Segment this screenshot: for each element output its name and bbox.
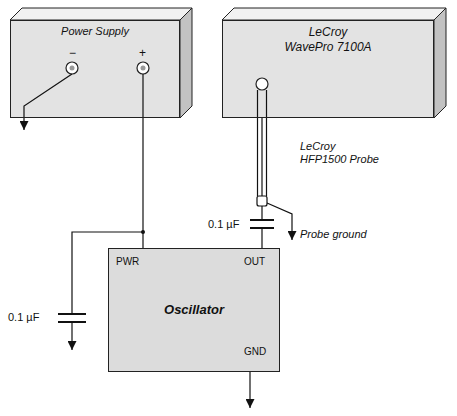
terminal-symbol — [141, 66, 146, 71]
probe-connector — [256, 78, 268, 90]
box-label: Oscillator — [164, 302, 224, 318]
probe-cable — [257, 90, 258, 196]
ground-arrow — [71, 322, 72, 350]
box-label: Power Supply — [61, 25, 129, 39]
oscillator-body — [108, 248, 280, 372]
box-front-face — [10, 20, 180, 118]
box-side-face — [180, 8, 192, 118]
box-side-face — [434, 8, 446, 118]
wire-connector — [142, 118, 143, 248]
instrument-box: Power Supply — [10, 20, 180, 118]
capacitor-value: 0.1 µF — [208, 218, 239, 231]
instrument-box: LeCroyWavePro 7100A — [222, 20, 434, 118]
capacitor-gap — [254, 221, 270, 227]
terminal-sign: + — [139, 46, 146, 60]
box-front-face — [222, 20, 434, 118]
probe-tip — [257, 196, 267, 206]
terminal-symbol — [70, 66, 75, 71]
terminal-symbol — [137, 62, 149, 74]
probe-name: LeCroy HFP1500 Probe — [300, 140, 382, 166]
pin-name: OUT — [244, 256, 265, 268]
pin-name: PWR — [116, 256, 139, 268]
ground-arrow — [267, 203, 292, 240]
probe-cable — [266, 90, 267, 196]
capacitor-symbol — [250, 227, 274, 229]
capacitor-value: 0.1 µF — [8, 311, 39, 324]
terminal-sign: − — [69, 46, 76, 60]
box-label: LeCroy — [309, 25, 348, 40]
terminal-symbol — [66, 62, 78, 74]
box-top-face — [222, 8, 446, 20]
pin-name: GND — [244, 346, 266, 358]
box-top-face — [10, 8, 192, 20]
ground-arrow — [24, 74, 72, 130]
ground-label: Probe ground — [300, 228, 367, 241]
capacitor-symbol — [250, 219, 274, 221]
capacitor-symbol — [58, 313, 86, 315]
ground-arrow — [249, 372, 250, 408]
supply-wire — [142, 74, 143, 118]
box-label: WavePro 7100A — [284, 40, 371, 55]
